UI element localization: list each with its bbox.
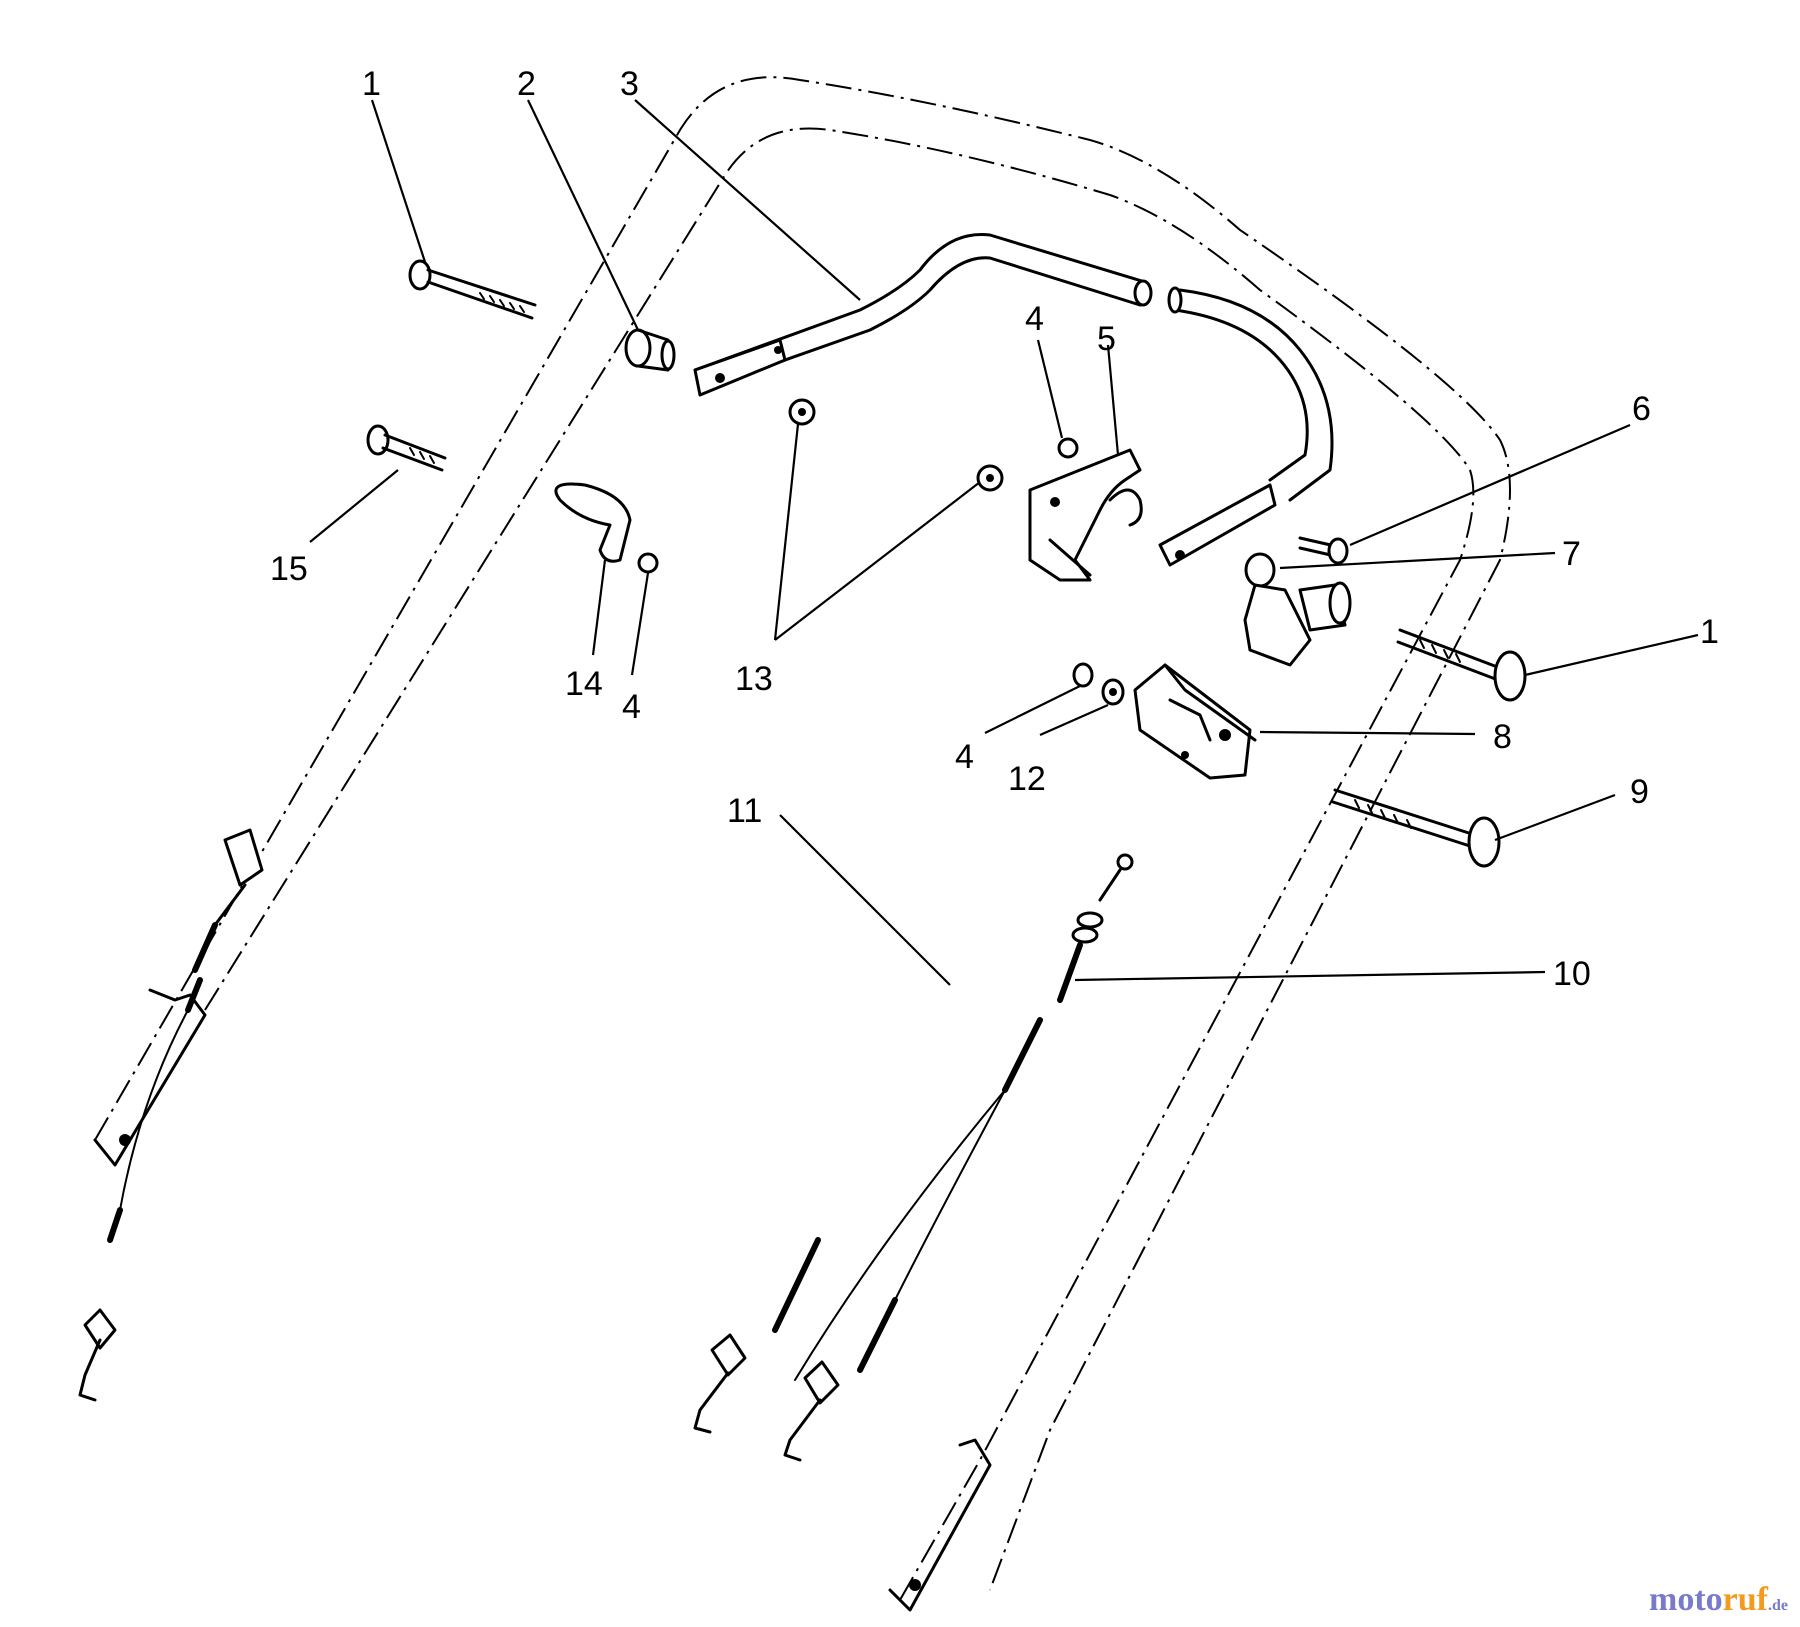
callout-3: 3 bbox=[620, 65, 639, 103]
callout-9: 9 bbox=[1630, 773, 1649, 811]
cable-10 bbox=[783, 853, 1134, 1462]
leader-lines bbox=[309, 99, 1699, 986]
callout-4b: 4 bbox=[622, 688, 641, 726]
callout-1a: 1 bbox=[362, 65, 381, 103]
bolt-1a bbox=[408, 259, 537, 320]
cable-clip-14 bbox=[554, 482, 659, 574]
bolt-15 bbox=[366, 424, 447, 472]
callout-8: 8 bbox=[1493, 718, 1512, 756]
watermark-logo: motoruf.de bbox=[1649, 1581, 1788, 1619]
callout-4c: 4 bbox=[955, 738, 974, 776]
screw-6 bbox=[1298, 536, 1349, 565]
washer-12 bbox=[1101, 678, 1125, 706]
bail-lever-bar bbox=[693, 232, 1334, 567]
callout-1b: 1 bbox=[1700, 613, 1719, 651]
callout-2: 2 bbox=[517, 65, 536, 103]
cable-11 bbox=[78, 828, 264, 1402]
callout-11: 11 bbox=[727, 792, 762, 830]
callout-12: 12 bbox=[1008, 760, 1046, 798]
callout-14: 14 bbox=[565, 665, 603, 703]
watermark-part3: .de bbox=[1768, 1597, 1788, 1614]
callout-5: 5 bbox=[1097, 320, 1116, 358]
housing-8 bbox=[1133, 663, 1257, 780]
callout-labels: 1 2 3 4 5 6 7 1 15 14 4 13 8 4 12 9 11 1… bbox=[270, 65, 1719, 993]
bolt-9 bbox=[1331, 788, 1501, 868]
callout-15: 15 bbox=[270, 550, 308, 588]
lever-7 bbox=[1243, 552, 1352, 667]
cable-lower-second bbox=[693, 1089, 1006, 1434]
callout-6: 6 bbox=[1632, 390, 1651, 428]
watermark-part1: moto bbox=[1649, 1581, 1723, 1618]
spacer-2 bbox=[624, 328, 676, 372]
callout-10: 10 bbox=[1553, 955, 1591, 993]
bolt-1b bbox=[1396, 628, 1527, 702]
main-handle-outline bbox=[93, 76, 1511, 1612]
watermark-part2: ruf bbox=[1722, 1581, 1768, 1618]
nut-13-lower bbox=[976, 464, 1004, 492]
bracket-5 bbox=[1028, 448, 1143, 582]
nut-4-upper bbox=[1057, 437, 1079, 459]
nut-4-lower bbox=[1072, 662, 1094, 688]
callout-7: 7 bbox=[1562, 535, 1581, 573]
callout-13: 13 bbox=[735, 660, 773, 698]
nut-13-upper bbox=[788, 398, 816, 426]
callout-4a: 4 bbox=[1025, 300, 1044, 338]
